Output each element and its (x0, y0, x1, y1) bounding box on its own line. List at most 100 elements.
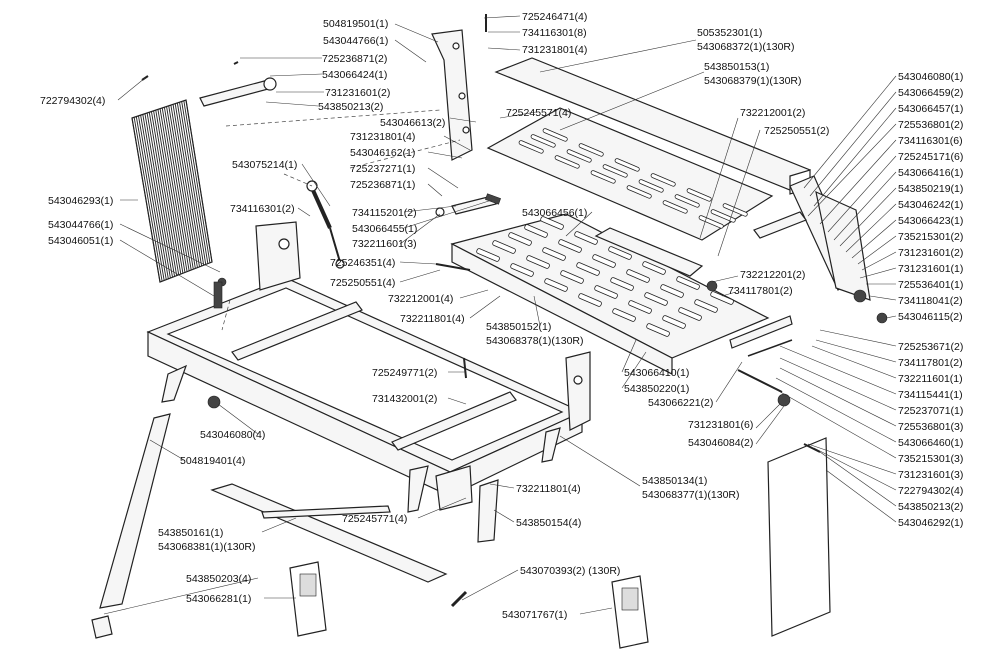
part-label: 725245771(4) (342, 513, 407, 525)
part-label: 734116301(8) (522, 27, 587, 39)
part-label: 725536401(1) (898, 279, 963, 291)
part-label: 543046292(1) (898, 517, 963, 529)
part-label: 543066416(1) (898, 167, 963, 179)
slot (542, 247, 566, 261)
slot (544, 278, 568, 292)
part-label: 725249771(2) (372, 367, 437, 379)
slot (722, 203, 748, 217)
part-label: 543070393(2) (130R) (520, 565, 620, 577)
part-label: 732212001(2) (740, 107, 805, 119)
slot (644, 292, 668, 306)
slot (566, 149, 592, 163)
part-label: 731231801(4) (350, 131, 415, 143)
slot (614, 158, 640, 172)
mesh-line (174, 103, 203, 267)
part-label: 543046051(1) (48, 235, 113, 247)
mesh-line (155, 110, 184, 274)
slot (526, 255, 550, 269)
part-label: 543046080(1) (898, 71, 963, 83)
part-label: 725536801(2) (898, 119, 963, 131)
slot (628, 300, 652, 314)
mesh-line (133, 117, 163, 282)
slot (710, 209, 736, 223)
part-label: 731231601(1) (898, 263, 963, 275)
part-label: 722794302(4) (40, 95, 105, 107)
mesh-line (166, 106, 194, 270)
slot (626, 185, 652, 199)
part-label: 735215301(3) (898, 453, 963, 465)
part-label: 734115441(1) (898, 389, 963, 401)
part-label: 732212001(4) (388, 293, 453, 305)
part-label: 725246351(4) (330, 257, 395, 269)
slot (560, 270, 584, 284)
mesh-line (161, 107, 190, 271)
slot (662, 200, 688, 214)
part-label: 731432001(2) (372, 393, 437, 405)
mesh-line (142, 114, 171, 279)
part-label: 543066423(1) (898, 215, 963, 227)
side-panel-right (767, 437, 831, 637)
part-label: 725237071(1) (898, 405, 963, 417)
slot (590, 170, 616, 184)
slot (476, 248, 500, 262)
slot (542, 128, 568, 142)
part-label: 734117801(2) (898, 357, 963, 369)
lever-parts (435, 193, 501, 217)
part-label: 543046115(2) (898, 311, 963, 323)
slot (594, 285, 618, 299)
slot (530, 134, 556, 148)
mesh-line (131, 117, 161, 283)
part-label: 543071767(1) (502, 609, 567, 621)
manual-right (611, 575, 649, 649)
mesh-line (140, 115, 169, 279)
upright-bracket (431, 29, 473, 161)
part-label: 504819401(4) (180, 455, 245, 467)
leg-foot (91, 615, 113, 639)
mesh-line (179, 102, 207, 265)
part-label: 734116301(6) (898, 135, 963, 147)
mesh-line (168, 105, 196, 269)
mesh-line (157, 109, 186, 273)
part-label: 543068378(1)(130R) (486, 335, 583, 347)
part-label: 543046084(2) (688, 437, 753, 449)
part-label: 543850161(1) (158, 527, 223, 539)
gas-spring (306, 180, 345, 269)
part-label: 732211801(4) (400, 313, 465, 325)
slot (674, 194, 700, 208)
slot (638, 179, 664, 193)
part-label: 543044766(1) (323, 35, 388, 47)
mesh-line (163, 107, 192, 271)
long-leg (99, 413, 171, 609)
part-label: 725536801(3) (898, 421, 963, 433)
slot (524, 224, 548, 238)
part-label: 732211601(3) (352, 238, 417, 250)
mesh-line (150, 111, 180, 275)
part-label: 543066455(1) (352, 223, 417, 235)
bolts (141, 14, 821, 453)
leader-lines (103, 15, 897, 615)
slot (660, 284, 684, 298)
part-label: 504819501(1) (323, 18, 388, 30)
part-label: 732212201(2) (740, 269, 805, 281)
part-number-labels: 504819501(1) 543044766(1) 725236871(2) 5… (40, 11, 963, 621)
part-label: 725245171(6) (898, 151, 963, 163)
part-label: 731231601(3) (898, 469, 963, 481)
end-pin (450, 590, 468, 608)
part-label: 543066410(1) (624, 367, 689, 379)
slot (662, 315, 686, 329)
part-label: 543066460(1) (898, 437, 963, 449)
part-label: 543044766(1) (48, 219, 113, 231)
mesh-line (172, 104, 200, 267)
part-label: 543850154(4) (516, 517, 581, 529)
part-label: 734118041(2) (898, 295, 963, 307)
part-label: 543075214(1) (232, 159, 297, 171)
part-label: 734115201(2) (352, 207, 417, 219)
slotted-table-main (450, 213, 770, 375)
right-side-frame (753, 175, 871, 301)
part-label: 731231601(2) (898, 247, 963, 259)
part-label: 543850213(2) (898, 501, 963, 513)
part-label: 725253671(2) (898, 341, 963, 353)
slot (578, 143, 604, 157)
mesh-line (181, 101, 209, 264)
